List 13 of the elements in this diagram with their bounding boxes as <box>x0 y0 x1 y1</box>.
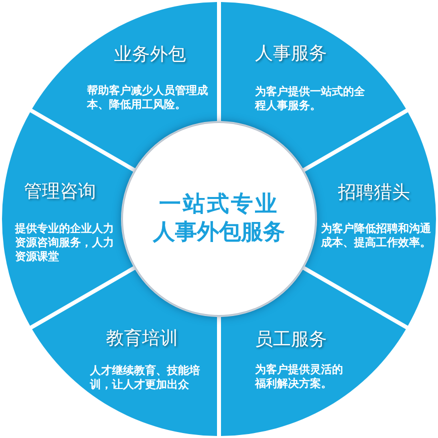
segment-heading: 教育培训 <box>106 328 178 350</box>
segment-description: 为客户降低招聘和沟通成本、提高工作效率。 <box>321 222 432 250</box>
center-title: 一站式专业人事外包服务 <box>152 191 286 247</box>
segment-description: 帮助客户减少人员管理成本、降低用工风险。 <box>87 84 209 112</box>
segment-heading: 业务外包 <box>114 44 186 66</box>
segment-heading: 人事服务 <box>255 43 327 65</box>
segment-heading: 员工服务 <box>255 329 327 351</box>
segment-description: 人才继续教育、技能培训，让人才更加出众 <box>90 364 201 392</box>
segment-description: 为客户提供灵活的福利解决方案。 <box>255 363 344 391</box>
segment-description: 提供专业的企业人力资源咨询服务，人力资源课堂 <box>15 222 115 264</box>
segment-heading: 管理咨询 <box>24 181 96 203</box>
segment-description: 为客户提供一站式的全程人事服务。 <box>255 85 365 113</box>
segment-heading: 招聘猎头 <box>338 182 410 204</box>
